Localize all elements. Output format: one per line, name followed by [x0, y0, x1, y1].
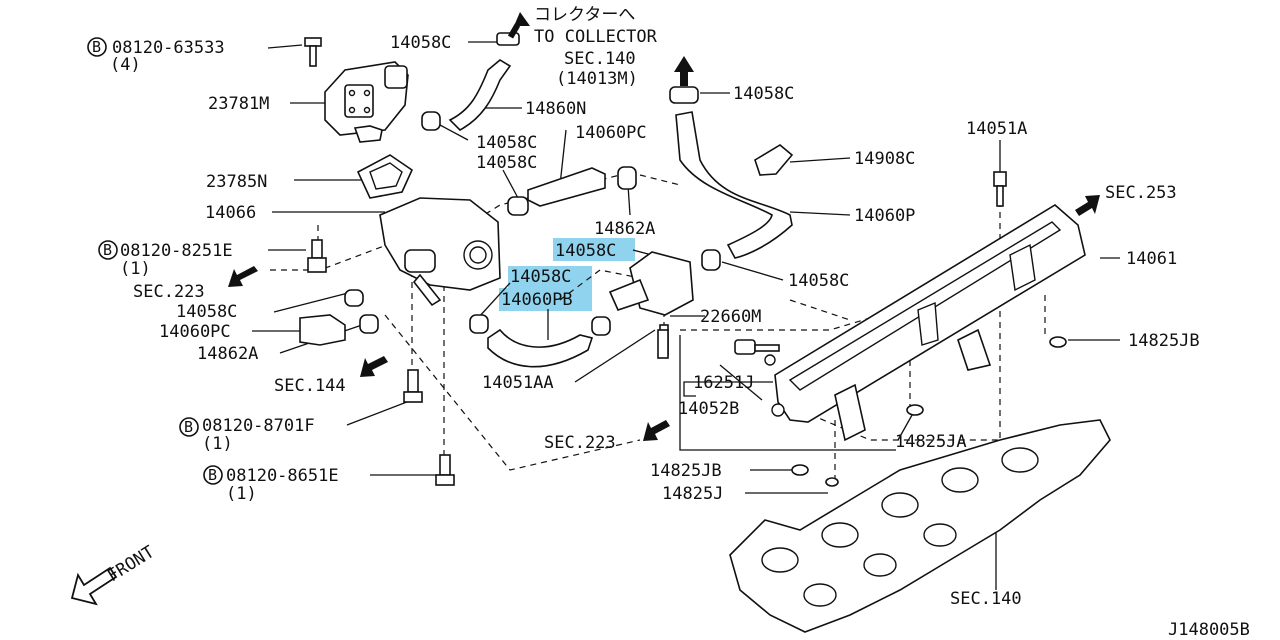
label-08120-8251e: 08120-8251E — [120, 241, 233, 261]
arrow-sec223-mid — [643, 420, 670, 441]
label-14060pb-highlight: 14060PB — [501, 290, 573, 310]
label-22660m: 22660M — [700, 307, 761, 327]
label-collector-jp: コレクターへ — [534, 5, 635, 25]
label-14060pc-left: 14060PC — [159, 322, 231, 342]
bolt-symbol-b3: B — [184, 418, 193, 436]
highlight-14058c-2 — [508, 266, 592, 289]
label-14825jb-bottom: 14825JB — [650, 461, 722, 481]
bolt-08120-63533 — [304, 37, 322, 67]
label-14058c-highlight-2: 14058C — [510, 267, 571, 287]
clip-14908c — [754, 144, 794, 176]
label-14058c-c: 14058C — [476, 153, 537, 173]
label-sec223-left: SEC.223 — [133, 282, 205, 302]
highlight-14060pb — [499, 288, 592, 311]
label-14908c: 14908C — [854, 149, 915, 169]
label-14825jb-right: 14825JB — [1128, 331, 1200, 351]
bolt-14052b — [734, 339, 780, 366]
label-14058c-b: 14058C — [476, 133, 537, 153]
arrow-sec253 — [1075, 195, 1100, 216]
label-front: FRONT — [104, 542, 158, 586]
label-sec144: SEC.144 — [274, 376, 346, 396]
bolt-symbol-b1: B — [92, 38, 101, 56]
arrow-sec140-top — [674, 56, 694, 86]
label-14058c-f: 14058C — [788, 271, 849, 291]
label-diagram-id: J148005B — [1168, 620, 1250, 640]
bolt-symbol-b2: B — [103, 241, 112, 259]
water-gallery-14061 — [771, 204, 1086, 442]
label-23781m: 23781M — [208, 94, 269, 114]
intake-manifold — [729, 419, 1111, 633]
arrow-sec223-left — [228, 266, 258, 287]
o-ring-14825j — [825, 477, 839, 487]
label-sec253: SEC.253 — [1105, 183, 1177, 203]
label-sec223-mid: SEC.223 — [544, 433, 616, 453]
label-14060p: 14060P — [854, 206, 915, 226]
label-14060pc-top: 14060PC — [575, 123, 647, 143]
hose-14060pc-left — [299, 289, 379, 346]
egr-valve-23781m — [324, 61, 409, 143]
label-14058c-highlight-1: 14058C — [555, 241, 616, 261]
label-16251j: 16251J — [693, 373, 754, 393]
o-ring-14825ja — [906, 404, 924, 416]
label-sec140-top-sub: (14013M) — [556, 69, 638, 89]
bolt-14051a — [993, 171, 1007, 207]
label-08120-8701f: 08120-8701F — [202, 416, 315, 436]
label-14058c-a: 14058C — [390, 33, 451, 53]
label-14058c-d: 14058C — [176, 302, 237, 322]
callout-labels: B B B B コレクターへ TO COLLECTOR SEC.140 (140… — [92, 5, 1250, 640]
label-14051a: 14051A — [966, 119, 1027, 139]
egr-body-14066 — [379, 197, 501, 307]
label-14862a-mid: 14862A — [594, 219, 655, 239]
bolt-08120-8651e — [435, 454, 455, 486]
label-08120-63533: 08120-63533 — [112, 38, 225, 58]
label-qty-4: (4) — [110, 55, 141, 75]
clamp-14058c-top — [496, 32, 520, 46]
label-14825j: 14825J — [662, 484, 723, 504]
label-sec140-top: SEC.140 — [564, 49, 636, 69]
o-ring-14825jb-right — [1049, 336, 1067, 348]
label-14860n: 14860N — [525, 99, 586, 119]
hose-14060pc-upper — [507, 166, 637, 216]
hose-14860n — [448, 59, 512, 131]
arrow-sec144 — [360, 356, 388, 377]
label-qty-1-b: (1) — [202, 434, 233, 454]
highlight-14058c-1 — [553, 238, 635, 261]
label-14051aa: 14051AA — [482, 373, 554, 393]
label-08120-8651e: 08120-8651E — [226, 466, 339, 486]
bolt-symbol-b4: B — [208, 466, 217, 484]
label-14066: 14066 — [205, 203, 256, 223]
hose-14060p — [669, 86, 793, 259]
label-14052b: 14052B — [678, 399, 739, 419]
o-ring-14825jb-bottom — [791, 464, 809, 476]
clamp-14058c-egr — [421, 111, 441, 131]
label-14061: 14061 — [1126, 249, 1177, 269]
label-14862a-left: 14862A — [197, 344, 258, 364]
label-14058c-e: 14058C — [733, 84, 794, 104]
bolt-symbols — [87, 37, 223, 485]
front-arrow — [70, 566, 118, 606]
hose-14060pb — [469, 314, 611, 368]
label-14825ja: 14825JA — [895, 432, 967, 452]
label-qty-1-c: (1) — [226, 484, 257, 504]
gasket-23785n — [356, 154, 414, 199]
arrow-to-collector — [507, 12, 530, 39]
bolt-08120-8701f — [403, 369, 423, 403]
bolt-14051aa — [657, 329, 669, 359]
label-23785n: 23785N — [206, 172, 267, 192]
label-qty-1-a: (1) — [120, 259, 151, 279]
label-to-collector: TO COLLECTOR — [534, 27, 658, 47]
bolt-08120-8251e — [307, 239, 327, 273]
label-sec140-bottom: SEC.140 — [950, 589, 1022, 609]
